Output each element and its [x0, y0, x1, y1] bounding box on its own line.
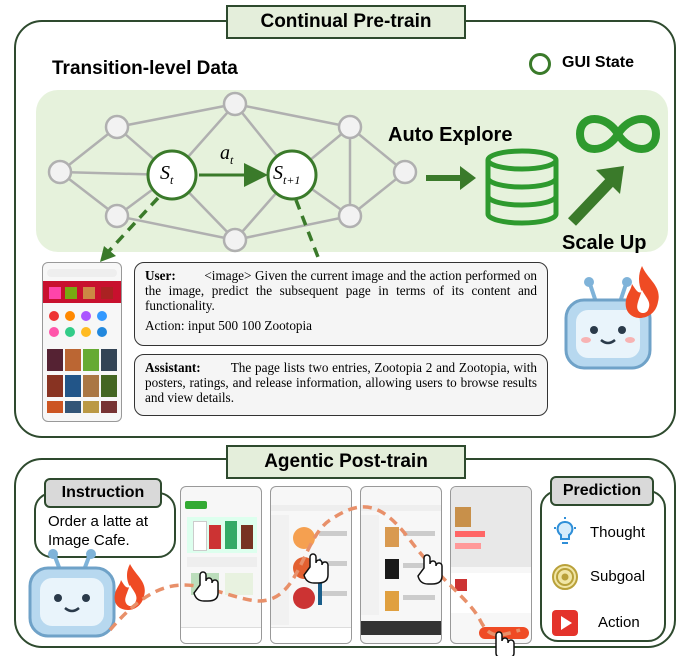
play-button-icon: [552, 610, 578, 636]
assistant-label: Assistant:: [145, 360, 201, 375]
infinity-icon: [575, 115, 661, 153]
graph-node: [104, 203, 130, 229]
subgoal-label: Subgoal: [590, 568, 646, 585]
user-prompt-box: User: <image> Given the current image an…: [134, 262, 548, 346]
search-screen-thumbnail: [42, 262, 122, 422]
assistant-text: The page lists two entries, Zootopia 2 a…: [145, 360, 538, 405]
explore-arrow: [426, 166, 476, 190]
action-label: at: [220, 142, 234, 167]
robot-mascot-bottom-icon: [28, 549, 116, 638]
graph-node: [222, 91, 248, 117]
state-node-next: [266, 149, 318, 201]
cafe-drinks-screen: [360, 486, 442, 644]
instruction-text: Order a latte at Image Cafe.: [48, 513, 149, 549]
database-icon: [485, 148, 559, 226]
graph-node: [47, 159, 73, 185]
auto-explore-label: Auto Explore: [388, 124, 513, 146]
tap-hand-icon: [193, 553, 515, 656]
agentic-posttrain-banner: Agentic Post-train: [226, 445, 466, 479]
assistant-response-box: Assistant: The page lists two entries, Z…: [134, 354, 548, 416]
action-line: Action: input 500 100 Zootopia: [145, 318, 313, 333]
transition-data-title: Transition-level Data: [52, 58, 238, 79]
user-text: <image> Given the current image and the …: [145, 268, 538, 313]
user-label: User:: [145, 268, 176, 283]
target-icon: [552, 564, 578, 590]
dashed-arrow-to-screen: [106, 196, 160, 254]
flame-icon: [625, 266, 659, 318]
instruction-tag: Instruction: [44, 478, 162, 508]
thought-label: Thought: [590, 524, 646, 541]
graph-node: [392, 159, 418, 185]
graph-node: [104, 114, 130, 140]
gui-state-legend-icon: [529, 53, 551, 75]
state-next-label: St+1: [273, 162, 301, 187]
continual-pretrain-banner: Continual Pre-train: [226, 5, 466, 39]
graph-node: [222, 227, 248, 253]
graph-node: [337, 203, 363, 229]
scale-up-arrow: [568, 166, 624, 226]
flame-bottom-icon: [114, 564, 145, 610]
state-transition-graph: [47, 91, 476, 300]
graph-node: [337, 114, 363, 140]
action-label-prediction: Action: [598, 614, 640, 631]
prediction-tag: Prediction: [550, 476, 654, 506]
lightbulb-icon: [554, 517, 576, 544]
state-current-label: St: [160, 162, 174, 187]
cafe-order-screen: [450, 486, 532, 644]
robot-mascot-icon: [564, 277, 652, 370]
cafe-home-screen: [180, 486, 262, 644]
gui-state-legend: GUI State: [528, 52, 678, 76]
state-node-current: [146, 149, 198, 201]
gui-state-legend-label: GUI State: [562, 54, 635, 71]
scale-up-label: Scale Up: [562, 232, 647, 254]
